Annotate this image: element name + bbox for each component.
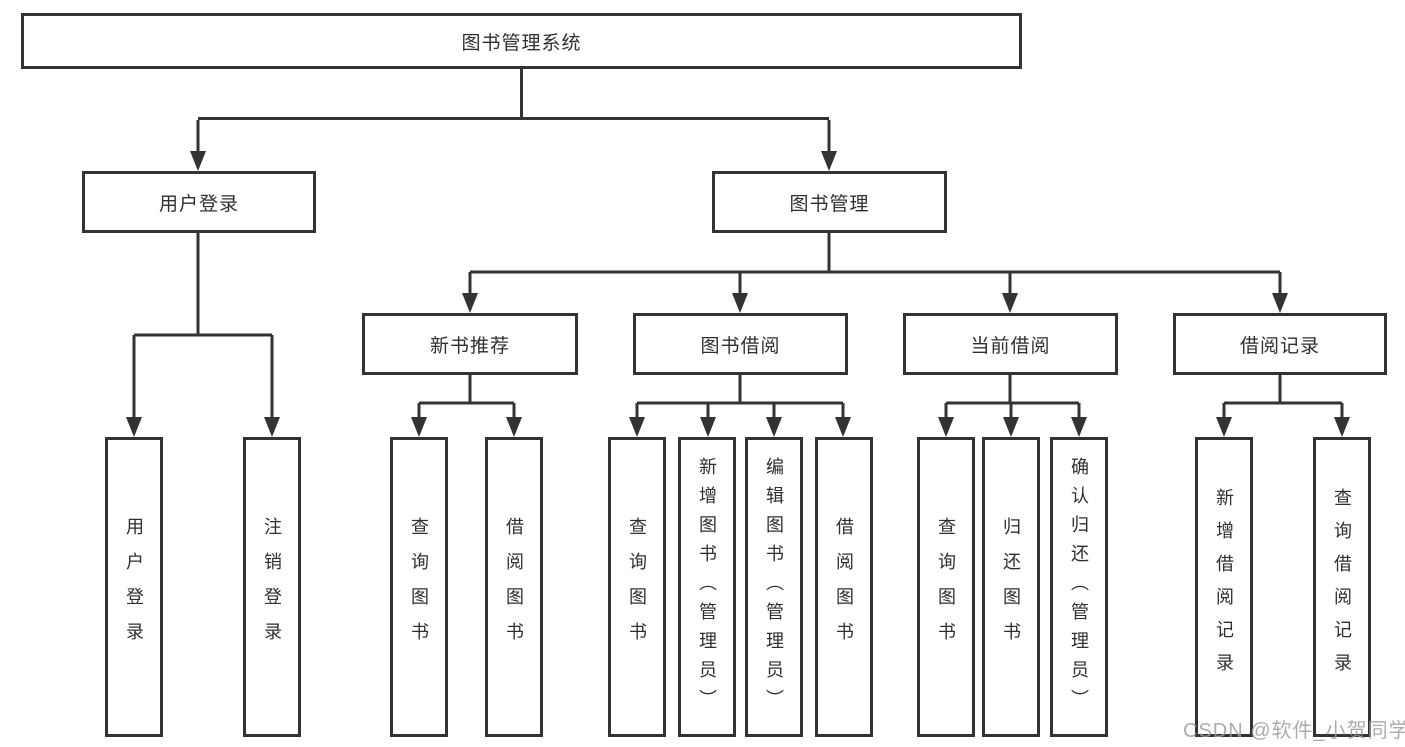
node-label: 图书借阅 bbox=[700, 335, 781, 357]
node-book-management-branch: 图书管理 bbox=[712, 171, 947, 233]
leaf-label: 归还图书 bbox=[1001, 517, 1021, 657]
node-label: 用户登录 bbox=[158, 193, 239, 215]
tree-edges bbox=[132, 68, 1344, 423]
node-current-borrowing: 当前借阅 bbox=[903, 313, 1118, 375]
node-label: 借阅记录 bbox=[1239, 335, 1320, 357]
leaf-label: 借阅图书 bbox=[834, 517, 854, 657]
leaf-return-books: 归还图书 bbox=[982, 437, 1040, 737]
leaf-query-books-recommend: 查询图书 bbox=[390, 437, 448, 737]
node-library-management-system: 图书管理系统 bbox=[21, 13, 1022, 69]
leaf-query-books-current: 查询图书 bbox=[917, 437, 975, 737]
leaf-add-books-admin: 新增图书（管理员） bbox=[678, 437, 736, 737]
leaf-logout: 注销登录 bbox=[243, 437, 301, 737]
arrowheads bbox=[126, 151, 1350, 437]
leaf-add-borrow-record: 新增借阅记录 bbox=[1195, 437, 1253, 737]
leaf-user-login: 用户登录 bbox=[105, 437, 163, 737]
leaf-query-books-borrowing: 查询图书 bbox=[608, 437, 666, 737]
leaf-borrow-books: 借阅图书 bbox=[815, 437, 873, 737]
node-borrowing-records: 借阅记录 bbox=[1173, 313, 1387, 375]
leaf-label: 新增借阅记录 bbox=[1214, 488, 1234, 686]
leaf-borrow-books-recommend: 借阅图书 bbox=[485, 437, 543, 737]
node-label: 新书推荐 bbox=[429, 335, 510, 357]
leaf-label: 注销登录 bbox=[262, 517, 282, 657]
node-book-borrowing: 图书借阅 bbox=[633, 313, 848, 375]
leaf-confirm-return-admin: 确认归还（管理员） bbox=[1050, 437, 1108, 737]
csdn-watermark: CSDN @软件_小贺同学 bbox=[1183, 720, 1405, 742]
leaf-label: 查询图书 bbox=[627, 517, 647, 657]
leaf-label: 新增图书（管理员） bbox=[697, 456, 717, 718]
leaf-label: 查询借阅记录 bbox=[1332, 488, 1352, 686]
node-new-book-recommend: 新书推荐 bbox=[362, 313, 578, 375]
leaf-label: 编辑图书（管理员） bbox=[764, 456, 784, 718]
leaf-label: 确认归还（管理员） bbox=[1069, 456, 1089, 718]
node-label: 当前借阅 bbox=[970, 335, 1051, 357]
node-user-login-branch: 用户登录 bbox=[82, 171, 316, 233]
leaf-label: 查询图书 bbox=[409, 517, 429, 657]
leaf-label: 用户登录 bbox=[124, 517, 144, 657]
node-label: 图书管理系统 bbox=[461, 32, 582, 54]
node-label: 图书管理 bbox=[789, 193, 870, 215]
leaf-edit-books-admin: 编辑图书（管理员） bbox=[745, 437, 803, 737]
leaf-label: 查询图书 bbox=[936, 517, 956, 657]
leaf-query-borrow-record: 查询借阅记录 bbox=[1313, 437, 1371, 737]
leaf-label: 借阅图书 bbox=[504, 517, 524, 657]
